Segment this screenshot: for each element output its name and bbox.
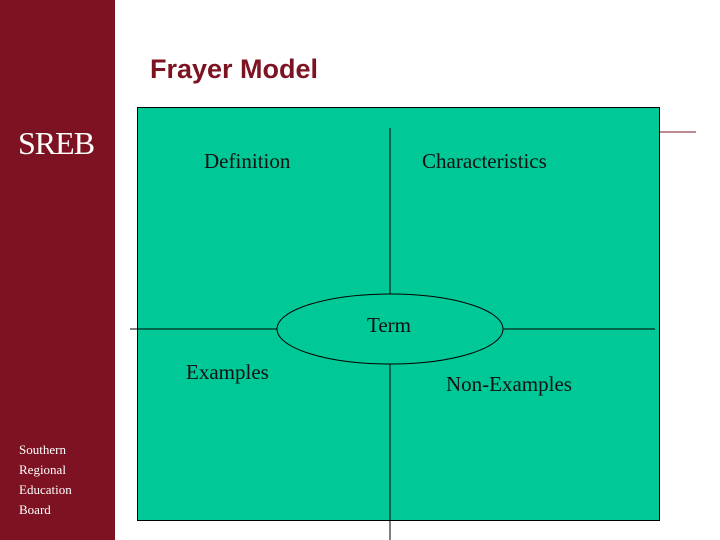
term-label: Term <box>367 313 412 337</box>
slide-title: Frayer Model <box>150 54 319 84</box>
sidebar: SREB Southern Regional Education Board <box>0 0 115 540</box>
definition-label: Definition <box>204 149 291 173</box>
characteristics-label: Characteristics <box>422 149 547 173</box>
term-ellipse <box>276 293 504 365</box>
examples-label: Examples <box>186 360 269 384</box>
organization-name: Southern Regional Education Board <box>19 440 72 520</box>
org-name-line-3: Education <box>19 482 72 497</box>
org-name-line-2: Regional <box>19 462 66 477</box>
org-name-line-4: Board <box>19 502 51 517</box>
org-name-line-1: Southern <box>19 442 66 457</box>
sreb-logo: SREB <box>18 125 95 161</box>
non-examples-label: Non-Examples <box>446 372 572 396</box>
